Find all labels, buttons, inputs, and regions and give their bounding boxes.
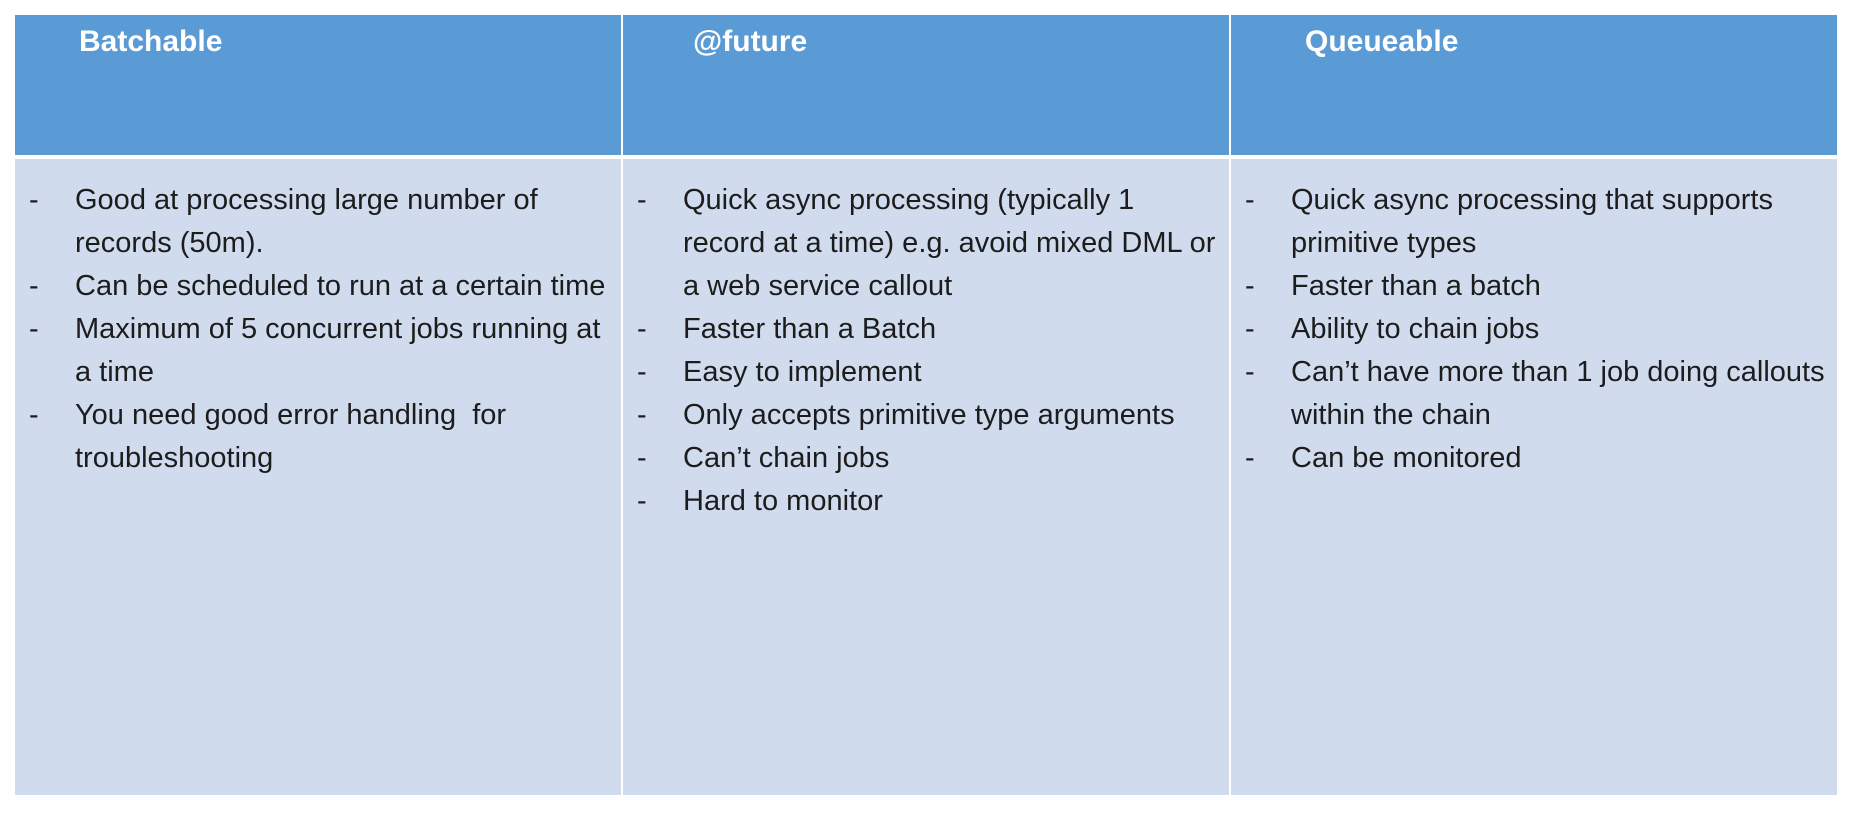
- list-item: - Ability to chain jobs: [1245, 308, 1827, 351]
- list-item: -Quick async processing (typically 1 rec…: [637, 179, 1219, 308]
- header-cell-future: @future: [623, 15, 1229, 155]
- bullet-dash: -: [29, 313, 39, 345]
- list-item-text: Only accepts primitive type arguments: [683, 399, 1175, 431]
- bullet-dash: -: [637, 399, 647, 431]
- bullet-list: - Good at processing large number of reco…: [29, 179, 611, 480]
- bullet-list: - Quick async processing that supports pr…: [1245, 179, 1827, 480]
- bullet-dash: -: [29, 270, 39, 302]
- bullet-dash: -: [29, 184, 39, 216]
- header-label: Batchable: [79, 25, 223, 58]
- comparison-table: Batchable @future Queueable - Good at pro…: [15, 15, 1837, 795]
- list-item-text: Can’t have more than 1 job doing callout…: [1291, 356, 1833, 431]
- list-item: -Can’t have more than 1 job doing callou…: [1245, 351, 1827, 437]
- list-item-text: Can be monitored: [1291, 442, 1522, 474]
- list-item-text: Maximum of 5 concurrent jobs running at …: [75, 313, 609, 388]
- bullet-dash: -: [637, 442, 647, 474]
- body-cell-batchable: - Good at processing large number of reco…: [15, 159, 621, 795]
- bullet-dash: -: [1245, 270, 1255, 302]
- bullet-dash: -: [637, 313, 647, 345]
- header-cell-queueable: Queueable: [1231, 15, 1837, 155]
- list-item-text: Easy to implement: [683, 356, 922, 388]
- body-cell-future: - Quick async processing (typically 1 rec…: [623, 159, 1229, 795]
- body-cell-queueable: - Quick async processing that supports pr…: [1231, 159, 1837, 795]
- list-item-text: Ability to chain jobs: [1291, 313, 1540, 345]
- list-item-text: Can’t chain jobs: [683, 442, 890, 474]
- list-item: - Can be scheduled to run at a certain ti…: [29, 265, 611, 308]
- list-item-text: Hard to monitor: [683, 485, 883, 517]
- header-cell-batchable: Batchable: [15, 15, 621, 155]
- bullet-dash: -: [1245, 184, 1255, 216]
- bullet-dash: -: [1245, 442, 1255, 474]
- list-item: - Maximum of 5 concurrent jobs running at…: [29, 308, 611, 394]
- bullet-dash: -: [29, 399, 39, 431]
- list-item-text: Can be scheduled to run at a certain tim…: [75, 270, 606, 302]
- list-item: - You need good error handling for troubl…: [29, 394, 611, 480]
- list-item-text: Good at processing large number of recor…: [75, 184, 546, 259]
- header-label: Queueable: [1305, 25, 1459, 58]
- list-item-text: Quick async processing that supports pri…: [1291, 184, 1782, 259]
- list-item-text: Faster than a Batch: [683, 313, 937, 345]
- list-item: - Good at processing large number of reco…: [29, 179, 611, 265]
- bullet-dash: -: [637, 485, 647, 517]
- list-item: - Can’t chain jobs: [637, 437, 1219, 480]
- list-item-text: You need good error handling for trouble…: [75, 399, 515, 474]
- list-item: - Faster than a batch: [1245, 265, 1827, 308]
- bullet-dash: -: [637, 356, 647, 388]
- bullet-list: -Quick async processing (typically 1 rec…: [637, 179, 1219, 523]
- list-item: - Can be monitored: [1245, 437, 1827, 480]
- bullet-dash: -: [1245, 313, 1255, 345]
- list-item-text: Quick async processing (typically 1 reco…: [683, 184, 1224, 302]
- bullet-dash: -: [637, 184, 647, 216]
- bullet-dash: -: [1245, 356, 1255, 388]
- list-item: - Easy to implement: [637, 351, 1219, 394]
- header-label: @future: [693, 25, 808, 58]
- list-item: - Hard to monitor: [637, 480, 1219, 523]
- list-item: - Quick async processing that supports pr…: [1245, 179, 1827, 265]
- list-item: - Only accepts primitive type arguments: [637, 394, 1219, 437]
- list-item-text: Faster than a batch: [1291, 270, 1541, 302]
- list-item: - Faster than a Batch: [637, 308, 1219, 351]
